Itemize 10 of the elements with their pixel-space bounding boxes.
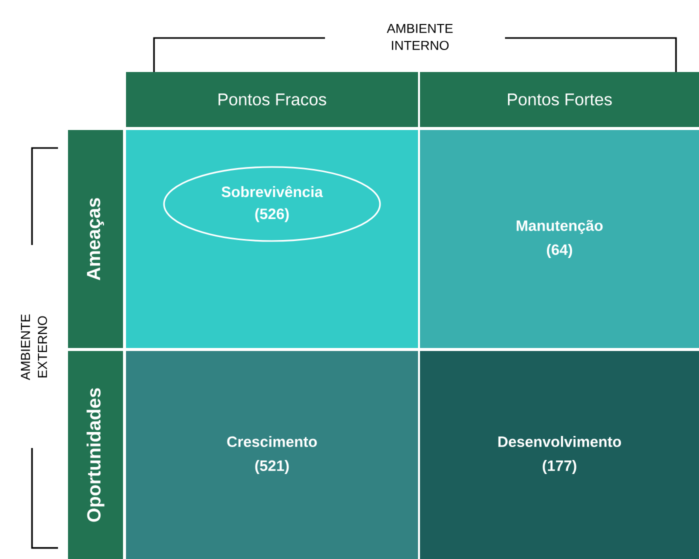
- quadrant-cell: Desenvolvimento (177): [420, 350, 699, 559]
- row-header: Ameaças: [68, 130, 123, 348]
- quadrant-cell: Manutenção (64): [420, 130, 699, 348]
- axis-label: AMBIENTE EXTERNO: [20, 314, 48, 380]
- row-header: Oportunidades: [68, 350, 123, 559]
- column-header: Pontos Fracos: [126, 72, 418, 127]
- axis-label: AMBIENTE INTERNO: [386, 24, 453, 50]
- quadrant-cell: Crescimento (521): [126, 350, 418, 559]
- column-header: Pontos Fortes: [420, 72, 699, 127]
- quadrant-cell: [126, 130, 418, 348]
